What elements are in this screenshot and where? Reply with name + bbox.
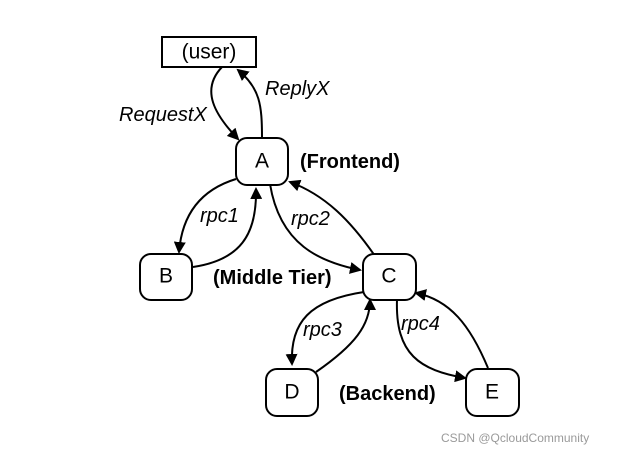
node-user: (user) <box>161 36 257 68</box>
edge-label-rpc1: rpc1 <box>200 205 239 227</box>
edge-rpc2-request <box>269 183 362 274</box>
tier-label-middle: (Middle Tier) <box>213 267 332 289</box>
node-e: E <box>465 368 520 417</box>
watermark: CSDN @QcloudCommunity <box>441 431 589 445</box>
edge-label-rpc3: rpc3 <box>303 319 342 341</box>
node-d: D <box>265 368 319 417</box>
edge-rpc1-reply <box>192 187 263 268</box>
edge-rpc4-request <box>395 298 467 383</box>
node-e-label: E <box>485 381 499 404</box>
node-a-label: A <box>255 150 269 173</box>
node-c: C <box>362 253 417 301</box>
edge-reply <box>236 68 263 139</box>
edge-label-request: RequestX <box>119 104 207 126</box>
edge-request <box>210 66 240 141</box>
edge-rpc4-reply <box>414 289 489 369</box>
edge-label-rpc2: rpc2 <box>291 208 330 230</box>
edge-rpc3-reply <box>315 298 376 373</box>
tier-label-backend: (Backend) <box>339 383 436 405</box>
edge-rpc2-reply <box>288 179 376 257</box>
node-d-label: D <box>284 381 299 404</box>
node-user-label: (user) <box>182 41 237 64</box>
edge-label-rpc4: rpc4 <box>401 313 440 335</box>
edges <box>173 66 489 383</box>
edge-rpc3-request <box>285 291 365 366</box>
node-b: B <box>139 253 193 301</box>
node-a: A <box>235 137 289 186</box>
node-c-label: C <box>381 265 396 288</box>
edge-rpc1-request <box>173 178 237 254</box>
edge-label-reply: ReplyX <box>265 78 330 100</box>
node-b-label: B <box>159 265 173 288</box>
tier-label-frontend: (Frontend) <box>300 151 400 173</box>
